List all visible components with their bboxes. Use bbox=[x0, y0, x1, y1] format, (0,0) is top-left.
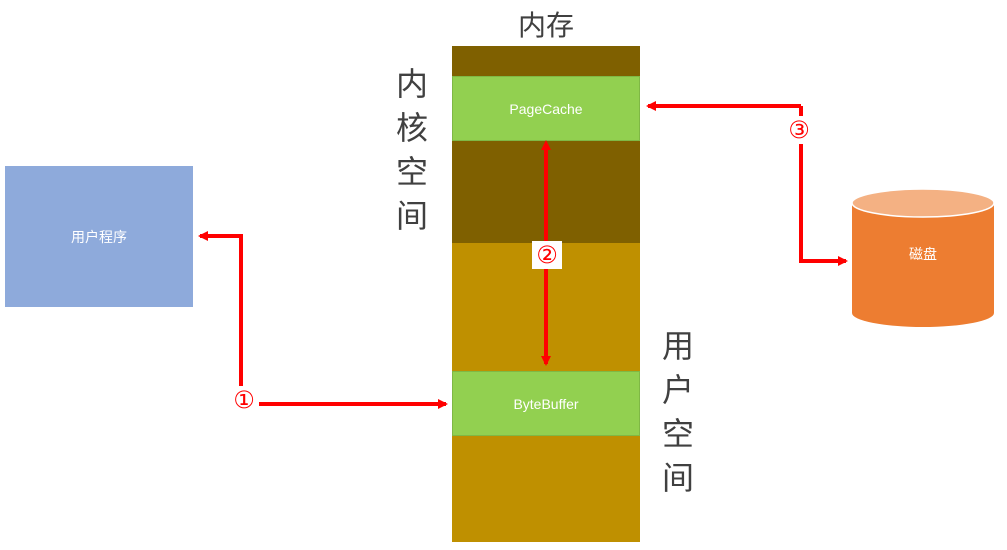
user-space-char: 间 bbox=[661, 459, 694, 497]
step-three-marker: ③ bbox=[784, 116, 814, 144]
byte-buffer-block: ByteBuffer bbox=[452, 371, 640, 436]
kernel-space-label: 内 核 空 间 bbox=[392, 62, 432, 238]
kernel-space-char: 核 bbox=[395, 109, 428, 147]
user-space-region-bottom bbox=[452, 436, 640, 542]
kernel-space-char: 内 bbox=[395, 65, 428, 103]
user-space-char: 空 bbox=[661, 415, 694, 453]
arrow-step-three bbox=[646, 101, 848, 266]
step-one-marker: ① bbox=[229, 386, 259, 414]
arrow-step-one bbox=[198, 231, 448, 409]
disk-cylinder bbox=[851, 188, 995, 327]
page-cache-label: PageCache bbox=[509, 100, 583, 117]
page-cache-block: PageCache bbox=[452, 76, 640, 141]
disk-label: 磁盘 bbox=[909, 247, 937, 263]
step-two-marker: ② bbox=[532, 241, 562, 269]
kernel-space-char: 空 bbox=[395, 153, 428, 191]
user-space-char: 用 bbox=[661, 327, 694, 365]
user-program-box: 用户程序 bbox=[5, 166, 193, 307]
kernel-space-region-top bbox=[452, 46, 640, 76]
user-program-label: 用户程序 bbox=[71, 228, 127, 245]
kernel-space-char: 间 bbox=[395, 197, 428, 235]
memory-title: 内存 bbox=[517, 9, 574, 42]
user-space-char: 户 bbox=[661, 371, 694, 409]
byte-buffer-label: ByteBuffer bbox=[513, 395, 579, 412]
user-space-label: 用 户 空 间 bbox=[658, 324, 698, 500]
